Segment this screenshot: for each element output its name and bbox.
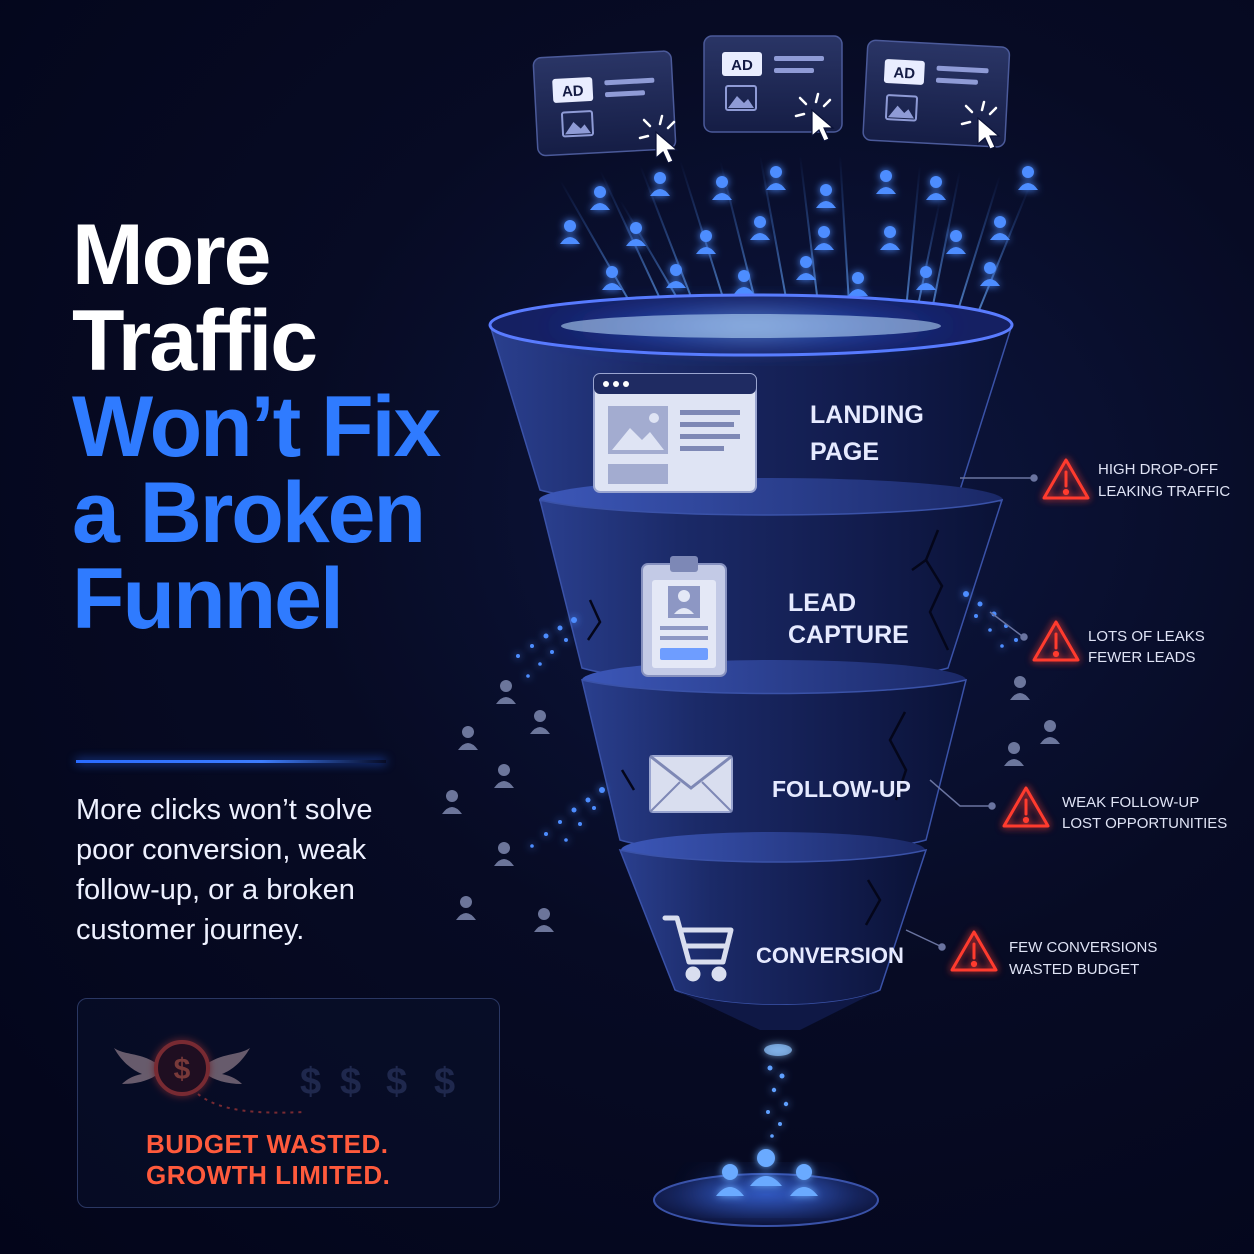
budget-warning-line1: BUDGET WASTED. [146, 1129, 389, 1159]
ad-card: AD [703, 35, 843, 133]
warning-text-line2: LOST OPPORTUNITIES [1062, 815, 1227, 832]
cursor-click-icon [794, 92, 835, 142]
user-icon [1010, 676, 1030, 700]
user-icon [876, 170, 896, 194]
warning-icon [1042, 458, 1090, 500]
ad-card: AD [862, 39, 1011, 148]
subheading: More clicks won’t solve poor conversion,… [76, 794, 373, 946]
user-icon [534, 908, 554, 932]
user-icon [696, 230, 716, 254]
warning-icon [1032, 620, 1080, 662]
warning-text-line1: HIGH DROP-OFF [1098, 461, 1218, 478]
shopping-cart-icon [662, 915, 734, 982]
ad-label: AD [731, 57, 753, 74]
headline-line: Funnel [72, 551, 344, 647]
warning-connectors [905, 474, 1038, 951]
user-icon [560, 220, 580, 244]
funnel-stage-follow-up [580, 660, 968, 855]
clipboard-form-icon [641, 556, 727, 677]
budget-warning-panel: BUDGET WASTED. GROWTH LIMITED. [77, 998, 500, 1208]
stage-label-lead-line2: CAPTURE [788, 621, 909, 649]
cursor-click-icon [960, 100, 1001, 150]
funnel-stage-lead-capture [538, 478, 1004, 684]
traffic-beams [559, 154, 1031, 321]
user-icon [590, 186, 610, 210]
user-icon [946, 230, 966, 254]
user-icon [458, 726, 478, 750]
user-icon [734, 270, 754, 294]
warning-text-line1: WEAK FOLLOW-UP [1062, 794, 1199, 811]
leak-droplets-right [963, 591, 1018, 648]
user-icon [716, 1164, 744, 1196]
user-icon [442, 790, 462, 814]
ad-label: AD [562, 82, 585, 100]
converted-users [716, 1149, 818, 1196]
user-icon [456, 896, 476, 920]
funnel-stage-conversion [618, 832, 928, 1030]
webpage-icon [593, 373, 757, 493]
cursor-click-icon [638, 114, 679, 164]
budget-warning-text: BUDGET WASTED. GROWTH LIMITED. [146, 1129, 390, 1191]
traffic-users [560, 166, 1038, 296]
headline-line: Won’t Fix [72, 379, 441, 475]
headline-line: a Broken [72, 465, 426, 561]
divider-line [76, 760, 386, 763]
user-icon [980, 262, 1000, 286]
ad-card: AD [532, 50, 677, 157]
user-icon [626, 222, 646, 246]
user-icon [494, 764, 514, 788]
leaked-users [442, 676, 1060, 932]
ad-label: AD [893, 64, 916, 82]
warning-text-line2: LEAKING TRAFFIC [1098, 483, 1230, 500]
user-icon [880, 226, 900, 250]
warning-text-line2: FEWER LEADS [1088, 649, 1196, 666]
user-icon [1040, 720, 1060, 744]
warning-icon [950, 930, 998, 972]
user-icon [848, 272, 868, 296]
stage-label-landing-line2: PAGE [810, 438, 879, 466]
user-icon [814, 226, 834, 250]
leak-droplets-left [516, 617, 605, 848]
user-icon [916, 266, 936, 290]
user-icon [1018, 166, 1038, 190]
funnel-cracks [586, 529, 950, 926]
user-icon [796, 256, 816, 280]
warning-text-line1: LOTS OF LEAKS [1088, 628, 1205, 645]
user-icon [926, 176, 946, 200]
spout-drops [764, 1044, 792, 1138]
headline-line: Traffic [72, 293, 318, 389]
user-icon [530, 710, 550, 734]
stage-label-landing-line1: LANDING [810, 401, 924, 429]
user-icon [990, 216, 1010, 240]
user-icon [602, 266, 622, 290]
user-icon [790, 1164, 818, 1196]
stage-label-lead-line1: LEAD [788, 589, 856, 617]
user-icon [816, 184, 836, 208]
user-icon [766, 166, 786, 190]
stage-label-follow-up: FOLLOW-UP [772, 776, 911, 802]
warning-text-line2: WASTED BUDGET [1009, 961, 1139, 978]
stage-label-conversion: CONVERSION [756, 943, 904, 968]
user-icon [496, 680, 516, 704]
user-icon [712, 176, 732, 200]
headline: More Traffic Won’t Fix a Broken Funnel [72, 212, 532, 642]
envelope-icon [649, 754, 733, 813]
warning-icon [1002, 786, 1050, 828]
headline-line: More [72, 207, 271, 303]
user-icon [494, 842, 514, 866]
user-icon [650, 172, 670, 196]
user-icon [750, 216, 770, 240]
user-icon [1004, 742, 1024, 766]
user-icon [750, 1149, 782, 1186]
budget-warning-line2: GROWTH LIMITED. [146, 1160, 391, 1190]
warning-text-line1: FEW CONVERSIONS [1009, 939, 1157, 956]
pedestal [653, 1173, 879, 1227]
user-icon [666, 264, 686, 288]
